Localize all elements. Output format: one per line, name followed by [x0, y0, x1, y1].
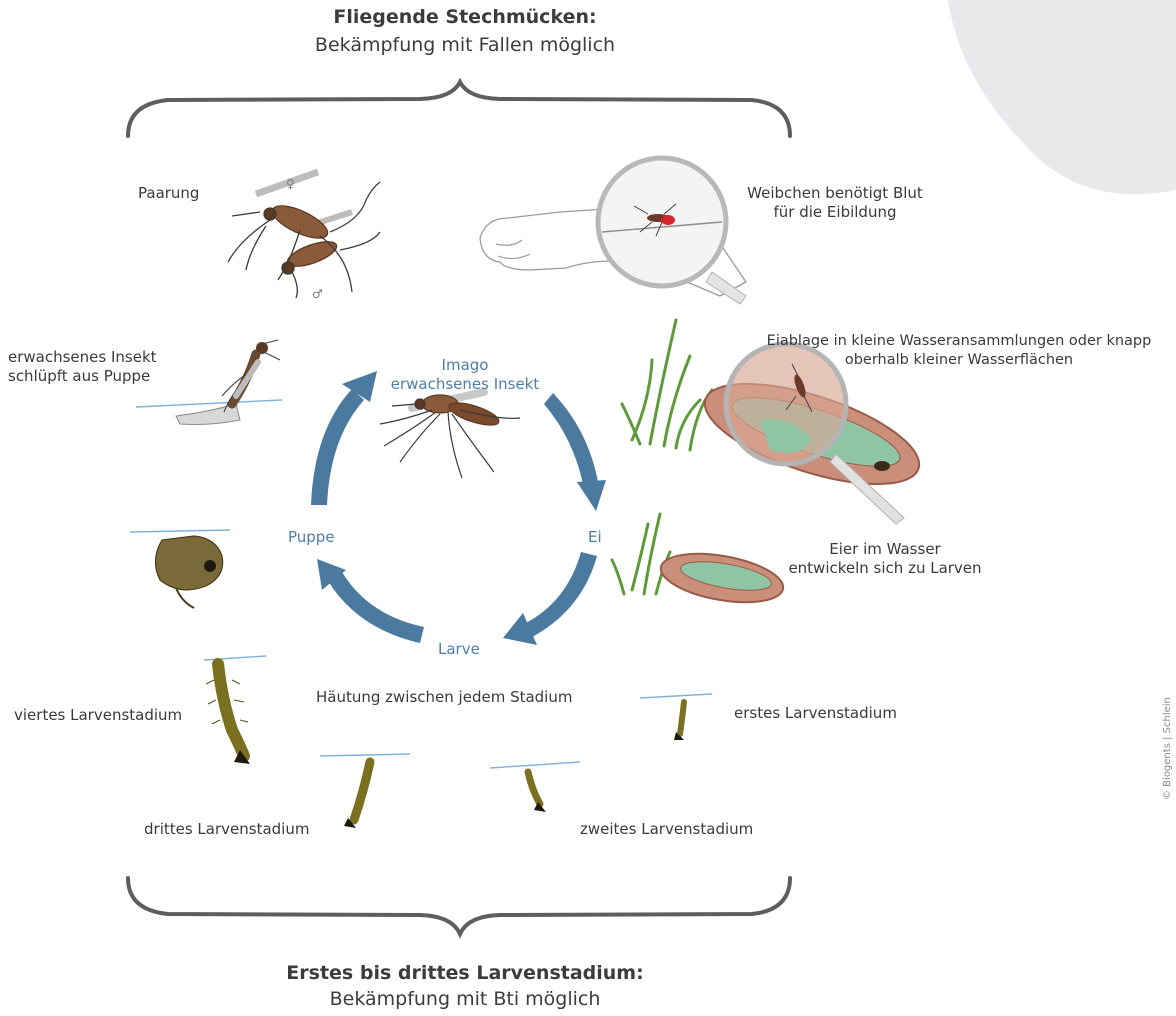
label-blood-meal: Weibchen benötigt Blut für die Eibildung: [730, 184, 940, 222]
third-instar-larva-icon: [320, 754, 410, 828]
label-blood-meal-line2: für die Eibildung: [730, 203, 940, 222]
blood-meal-icon: [480, 158, 746, 304]
mating-mosquitoes-icon: ♀ ♂: [228, 172, 380, 301]
stage-imago-line2: erwachsenes Insekt: [370, 375, 560, 394]
decorative-blob: [948, 0, 1176, 194]
stage-larve: Larve: [438, 640, 480, 659]
second-instar-larva-icon: [490, 762, 580, 812]
cycle-arrow-bottom-left: [317, 559, 424, 643]
label-eggs-in-water-line1: Eier im Wasser: [770, 540, 1000, 559]
header-title: Fliegende Stechmücken:: [0, 6, 930, 28]
cycle-arrow-top-right: [544, 393, 606, 511]
bottom-bracket: [128, 878, 790, 934]
svg-text:♂: ♂: [312, 287, 323, 301]
stage-imago: Imago erwachsenes Insekt: [370, 356, 560, 394]
fourth-instar-larva-icon: [204, 656, 266, 764]
image-credit: © Biogents | Schlein: [1162, 697, 1173, 800]
label-emerging: erwachsenes Insekt schlüpft aus Puppe: [8, 348, 157, 386]
pupa-icon: [130, 530, 230, 608]
label-emerging-line2: schlüpft aus Puppe: [8, 367, 157, 386]
label-molting: Häutung zwischen jedem Stadium: [316, 688, 572, 707]
footer-subtitle: Bekämpfung mit Bti möglich: [0, 988, 930, 1010]
label-second-instar: zweites Larvenstadium: [580, 820, 753, 839]
label-eggs-in-water-line2: entwickeln sich zu Larven: [770, 559, 1000, 578]
cycle-arrow-bottom-right: [503, 552, 597, 645]
top-bracket: [128, 82, 790, 136]
stage-puppe: Puppe: [288, 528, 335, 547]
label-emerging-line1: erwachsenes Insekt: [8, 348, 157, 367]
first-instar-larva-icon: [640, 694, 712, 740]
label-blood-meal-line1: Weibchen benötigt Blut: [730, 184, 940, 203]
stage-ei: Ei: [588, 528, 602, 547]
label-third-instar: drittes Larvenstadium: [144, 820, 309, 839]
label-paarung: Paarung: [138, 184, 199, 203]
adult-mosquito-icon: [380, 392, 520, 478]
label-egg-laying-line1: Eiablage in kleine Wasseransammlungen od…: [745, 332, 1173, 351]
label-first-instar: erstes Larvenstadium: [734, 704, 897, 723]
label-eggs-in-water: Eier im Wasser entwickeln sich zu Larven: [770, 540, 1000, 578]
header-subtitle: Bekämpfung mit Fallen möglich: [0, 34, 930, 56]
svg-text:♀: ♀: [286, 177, 295, 191]
label-egg-laying: Eiablage in kleine Wasseransammlungen od…: [745, 332, 1173, 370]
cycle-arrow-top-left: [311, 371, 377, 505]
footer-title: Erstes bis drittes Larvenstadium:: [0, 962, 930, 984]
label-egg-laying-line2: oberhalb kleiner Wasserflächen: [745, 351, 1173, 370]
emerging-adult-icon: [136, 340, 282, 425]
label-fourth-instar: viertes Larvenstadium: [14, 706, 182, 725]
stage-imago-line1: Imago: [370, 356, 560, 375]
eggs-in-water-icon: [612, 514, 787, 610]
